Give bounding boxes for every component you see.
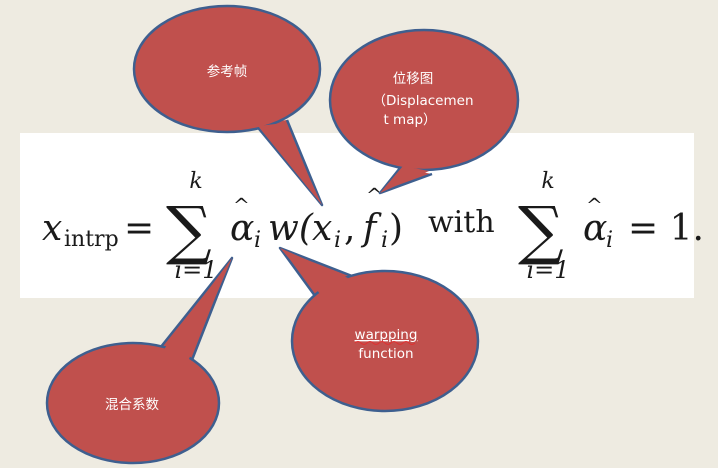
callout-displacement-bubble	[328, 28, 520, 172]
callout-displacement-map: 位移图 （Displacemen t map）	[328, 28, 520, 195]
x-var: x	[312, 208, 332, 249]
alpha2-subscript: i	[606, 228, 613, 253]
sum-lower-limit: i=1	[174, 256, 217, 284]
sum-symbol: ∑	[166, 194, 212, 268]
f-var: f	[360, 208, 382, 249]
callout-displacement-text-3: t map）	[383, 112, 436, 128]
sum2-symbol: ∑	[518, 194, 564, 268]
spellcheck-squiggle	[354, 341, 416, 345]
formula-lhs-var: x	[42, 208, 62, 249]
callout-blending-bubble	[45, 341, 221, 465]
callout-reference-frame-text: 参考帧	[207, 63, 248, 80]
alpha-subscript: i	[254, 228, 261, 253]
interpolation-formula: x intrp = k ∑ i=1 α ^ i w( x i , f ^ i )…	[42, 169, 704, 284]
alpha-hat: α	[230, 208, 254, 249]
alpha2-hat: α	[583, 208, 607, 249]
callout-reference-frame: 参考帧	[132, 4, 324, 207]
alpha2-hat-accent: ^	[586, 193, 603, 217]
callout-blending-text: 混合系数	[105, 397, 159, 413]
formula-lhs-subscript: intrp	[64, 227, 119, 252]
sum2-lower-limit: i=1	[526, 256, 569, 284]
callout-displacement-text-2: （Displacemen	[372, 93, 473, 109]
f-subscript: i	[381, 228, 388, 253]
alpha-hat-accent: ^	[233, 193, 250, 217]
formula-equals: =	[124, 208, 154, 249]
sum-upper-limit: k	[189, 169, 202, 194]
formula-rhs: = 1.	[628, 208, 704, 249]
callout-displacement-text-1: 位移图	[393, 71, 434, 87]
x-subscript: i	[334, 228, 341, 253]
callout-warping-text-1: warpping	[355, 327, 418, 343]
callout-warping-function: warpping function	[278, 246, 480, 413]
callout-warping-text-2: function	[358, 346, 413, 362]
f-hat-accent: ^	[366, 183, 383, 207]
with-word: with	[428, 205, 495, 240]
formula-close-paren: )	[389, 208, 403, 249]
warp-function-w: w(	[268, 208, 314, 249]
callout-blending-coeff: 混合系数	[45, 256, 234, 465]
formula-panel	[20, 133, 694, 298]
callout-warping-bubble	[290, 269, 480, 413]
formula-comma: ,	[344, 208, 355, 249]
sum2-upper-limit: k	[541, 169, 554, 194]
callout-reference-frame-bubble	[132, 4, 322, 134]
